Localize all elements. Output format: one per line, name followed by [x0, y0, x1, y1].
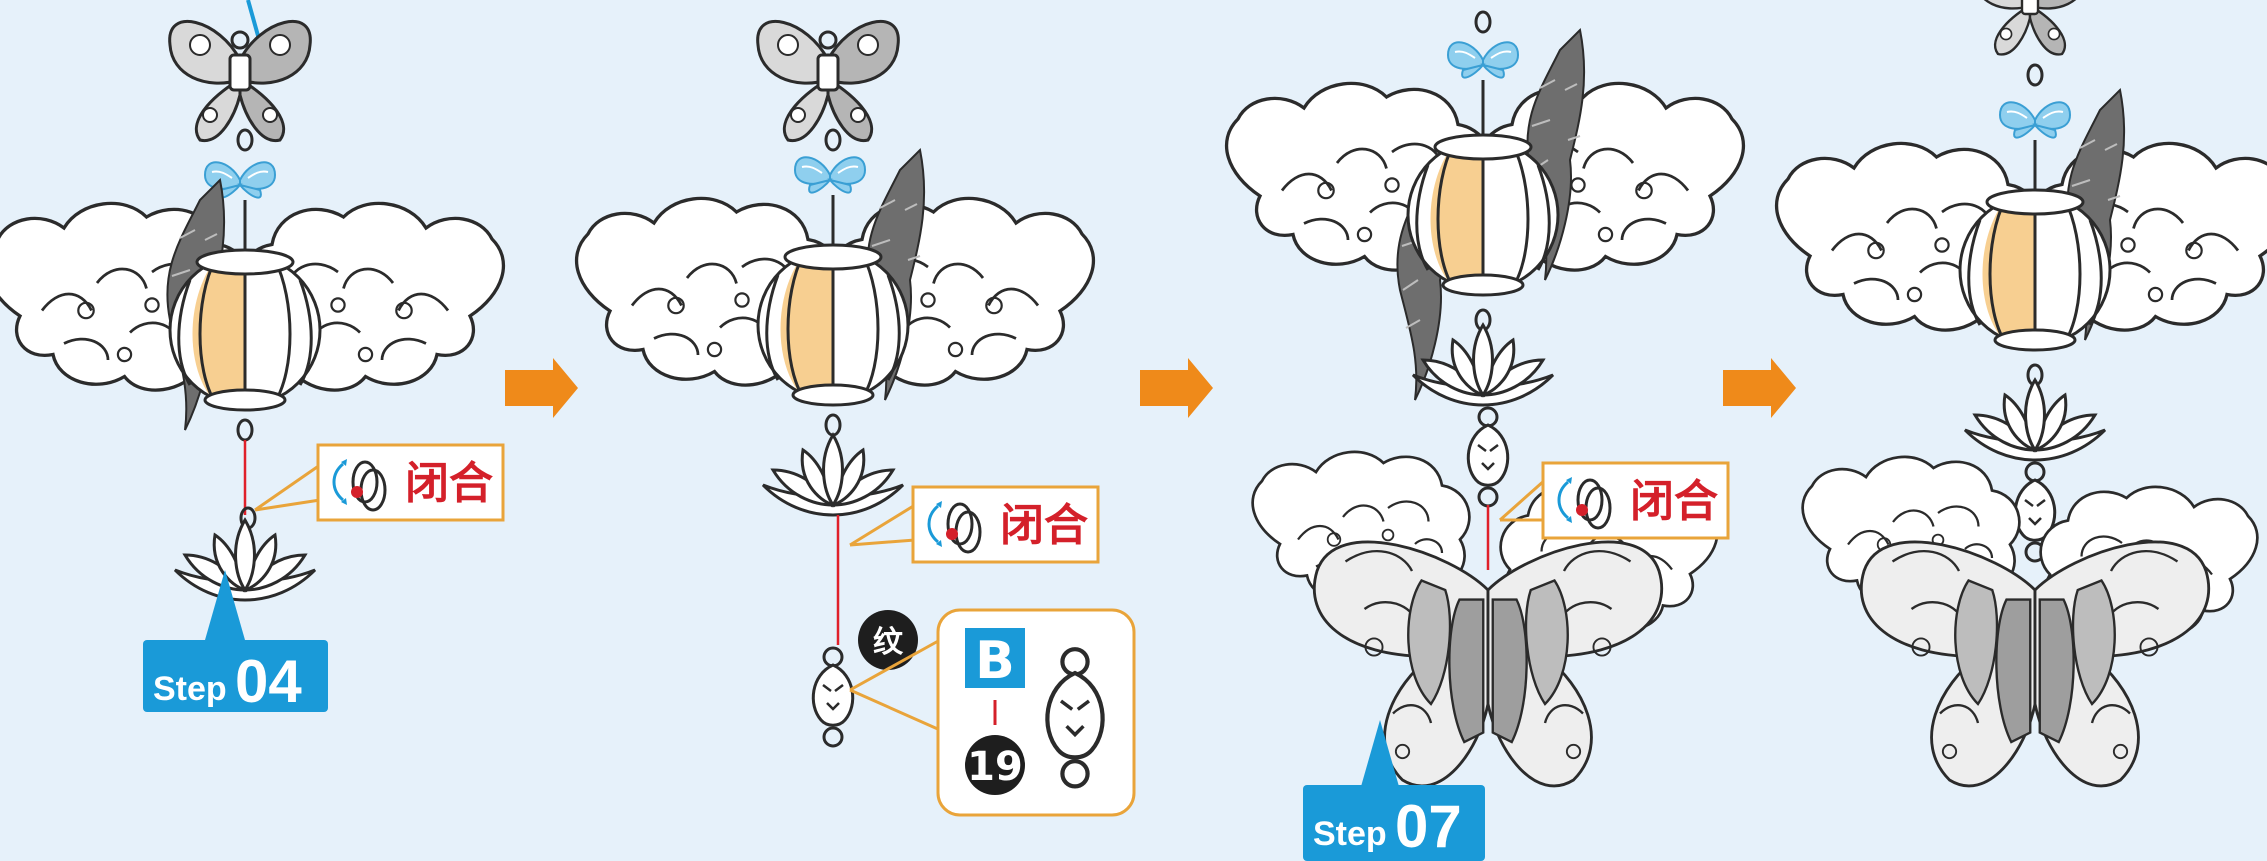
panel-step-04: 闭合 Step 04	[0, 0, 506, 715]
lotus-flower	[1963, 378, 2107, 462]
chain-link	[236, 128, 254, 152]
chain-link	[1474, 10, 1492, 34]
blue-butterfly	[1447, 41, 1519, 79]
close-callout: 闭合	[1541, 461, 1730, 540]
lotus-flower	[761, 433, 905, 517]
chain-link	[824, 413, 842, 437]
arrow-right-icon	[505, 358, 578, 418]
pattern-badge: 纹	[858, 610, 918, 670]
top-butterfly	[168, 19, 312, 143]
panel-step-05: 闭合 纹 B 19	[574, 19, 1136, 817]
arrow-right-icon	[1723, 358, 1796, 418]
part-number: 19	[967, 744, 1023, 790]
lotus-flower	[173, 518, 317, 602]
close-label: 闭合	[1630, 476, 1718, 527]
step-badge-07: Step 07	[1303, 785, 1485, 861]
panel-final	[1774, 0, 2267, 788]
step-number: 07	[1395, 793, 1462, 860]
step-badge-04: Step 04	[143, 640, 328, 715]
pendant-charm	[1466, 406, 1510, 508]
top-butterfly	[756, 19, 900, 143]
part-callout: B 19	[936, 608, 1136, 817]
chain-link	[236, 418, 254, 442]
part-number-badge	[965, 735, 1025, 795]
big-butterfly	[1859, 540, 2211, 788]
top-butterfly	[1972, 0, 2088, 56]
pattern-badge-text: 纹	[873, 625, 904, 660]
chain-link	[2026, 63, 2044, 87]
panel-step-07: 闭合 Step 07	[1224, 10, 1746, 861]
step-number: 04	[235, 648, 302, 715]
blue-butterfly	[794, 156, 866, 194]
pendant-charm	[811, 646, 855, 748]
blue-butterfly	[1999, 101, 2071, 139]
close-label: 闭合	[1000, 500, 1088, 551]
close-callout: 闭合	[911, 485, 1100, 564]
part-letter: B	[975, 631, 1015, 691]
step-word: Step	[153, 670, 227, 708]
part-letter-box	[965, 628, 1025, 688]
arrow-right-icon	[1140, 358, 1213, 418]
close-label: 闭合	[405, 458, 493, 509]
chain-link	[824, 128, 842, 152]
big-butterfly	[1312, 540, 1664, 788]
close-callout: 闭合	[316, 443, 505, 522]
step-word: Step	[1313, 815, 1387, 853]
